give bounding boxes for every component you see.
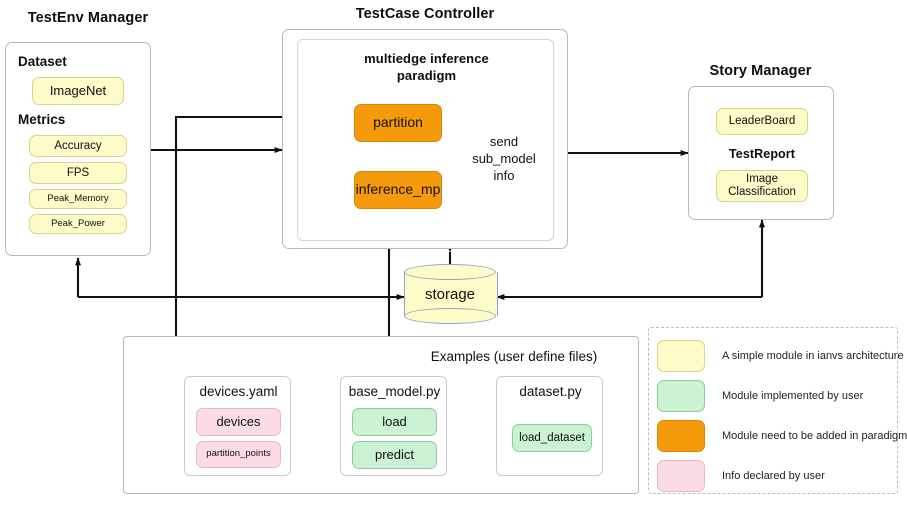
- paradigm-title-line1: multiedge inference: [364, 51, 489, 66]
- legend-swatch-simple-module: [657, 340, 705, 372]
- testenv-manager-title: TestEnv Manager: [27, 10, 149, 26]
- image-classification-line1: Image: [746, 173, 778, 186]
- chip-inference-mp[interactable]: inference_mp: [354, 171, 442, 209]
- file-card-base-model-py: base_model.py load predict: [340, 376, 447, 476]
- cylinder-bottom: [404, 308, 496, 324]
- send-submodel-info-label: send sub_model info: [460, 133, 548, 184]
- chip-leaderboard[interactable]: LeaderBoard: [716, 108, 808, 135]
- paradigm-box: multiedge inference paradigm partition i…: [297, 39, 554, 241]
- chip-accuracy[interactable]: Accuracy: [29, 135, 127, 157]
- examples-caption: Examples (user define files): [430, 349, 598, 364]
- metrics-label: Metrics: [18, 112, 66, 127]
- testenv-manager-box: Dataset ImageNet Metrics Accuracy FPS Pe…: [5, 42, 151, 256]
- storage-label: storage: [424, 285, 476, 303]
- legend-swatch-user-info: [657, 460, 705, 492]
- file-name-base-model-py: base_model.py: [348, 384, 441, 399]
- chip-load-dataset[interactable]: load_dataset: [512, 424, 592, 452]
- edge-label-line3: info: [493, 168, 515, 183]
- legend-text-simple-module: A simple module in ianvs architecture: [722, 350, 904, 362]
- legend-text-paradigm-module: Module need to be added in paradigm: [722, 430, 907, 442]
- file-name-dataset-py: dataset.py: [519, 384, 582, 399]
- chip-imagenet[interactable]: ImageNet: [32, 77, 124, 105]
- chip-load[interactable]: load: [352, 408, 437, 436]
- chip-peak-power[interactable]: Peak_Power: [29, 214, 127, 234]
- testcase-controller-box: multiedge inference paradigm partition i…: [282, 29, 568, 249]
- storage-cylinder[interactable]: storage: [404, 264, 498, 324]
- legend-row-simple-module: A simple module in ianvs architecture: [657, 340, 904, 372]
- legend-row-user-module: Module implemented by user: [657, 380, 863, 412]
- chip-predict[interactable]: predict: [352, 441, 437, 469]
- story-manager-title: Story Manager: [709, 63, 812, 79]
- edge-label-line1: send: [489, 134, 519, 149]
- chip-partition[interactable]: partition: [354, 104, 442, 142]
- examples-box: Examples (user define files) devices.yam…: [123, 336, 639, 494]
- cylinder-top: [404, 264, 496, 280]
- image-classification-line2: Classification: [728, 186, 796, 198]
- file-card-dataset-py: dataset.py load_dataset: [496, 376, 603, 476]
- chip-peak-memory[interactable]: Peak_Memory: [29, 189, 127, 209]
- legend-text-user-info: Info declared by user: [722, 470, 825, 482]
- story-manager-box: LeaderBoard TestReport Image Classificat…: [688, 86, 834, 220]
- file-name-devices-yaml: devices.yaml: [199, 384, 278, 399]
- legend-box: A simple module in ianvs architecture Mo…: [648, 327, 907, 494]
- chip-image-classification[interactable]: Image Classification: [716, 170, 808, 202]
- chip-partition-points[interactable]: partition_points: [196, 441, 281, 468]
- legend-text-user-module: Module implemented by user: [722, 390, 864, 402]
- legend-swatch-paradigm-module: [657, 420, 705, 452]
- edge-label-line2: sub_model: [472, 151, 536, 166]
- chip-devices[interactable]: devices: [196, 408, 281, 436]
- dataset-label: Dataset: [18, 54, 67, 69]
- legend-row-paradigm-module: Module need to be added in paradigm: [657, 420, 907, 452]
- testcase-controller-title: TestCase Controller: [355, 6, 495, 22]
- legend-swatch-user-module: [657, 380, 705, 412]
- legend-row-user-info: Info declared by user: [657, 460, 825, 492]
- paradigm-title-line2: paradigm: [396, 68, 457, 83]
- file-card-devices-yaml: devices.yaml devices partition_points: [184, 376, 291, 476]
- chip-fps[interactable]: FPS: [29, 162, 127, 184]
- testreport-label: TestReport: [728, 147, 796, 161]
